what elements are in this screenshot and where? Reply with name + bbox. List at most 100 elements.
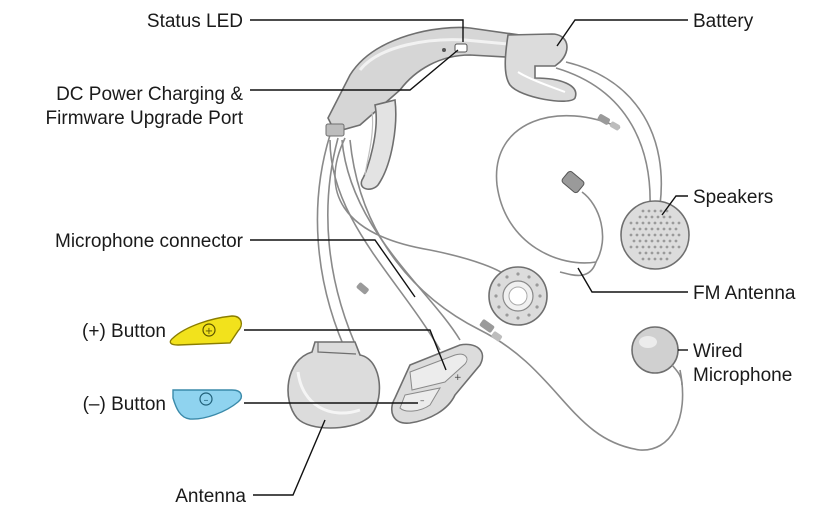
grille-dot [641, 233, 645, 237]
label-plus-button: (+) Button [82, 321, 166, 342]
grille-dot [665, 221, 669, 225]
grille-dot [659, 257, 663, 261]
grille-dot [662, 215, 666, 219]
grille-dot [641, 221, 645, 225]
headset-illustration: + – [287, 26, 690, 451]
grille-dot [629, 233, 633, 237]
label-microphone-connector: Microphone connector [55, 231, 244, 252]
leader-antenna [253, 419, 326, 496]
battery-unit [504, 33, 577, 102]
grille-dot [641, 209, 645, 213]
grille-dot [516, 272, 520, 276]
grille-dot [632, 227, 636, 231]
labels: Status LED DC Power Charging & Firmware … [46, 11, 796, 507]
grille-dot [674, 239, 678, 243]
grille-dot [644, 239, 648, 243]
grille-dot [653, 257, 657, 261]
leader-speakers [661, 195, 688, 216]
grille-dot [644, 251, 648, 255]
antenna-unit [287, 341, 381, 429]
label-battery: Battery [693, 11, 754, 32]
grille-dot [653, 221, 657, 225]
label-antenna: Antenna [175, 486, 246, 507]
wired-microphone [631, 326, 683, 386]
control-unit: + – [391, 343, 484, 424]
grille-dot [497, 305, 501, 309]
label-status-led: Status LED [147, 11, 243, 32]
leader-plus-button [244, 329, 447, 371]
grille-dot [659, 209, 663, 213]
svg-text:–: – [420, 396, 425, 406]
grille-dot [535, 305, 539, 309]
grille-dot [650, 215, 654, 219]
label-dc-port-line2: Firmware Upgrade Port [46, 108, 244, 129]
label-fm-antenna: FM Antenna [693, 283, 796, 304]
grille-dot [647, 233, 651, 237]
grille-dot [668, 239, 672, 243]
grille-dot [665, 233, 669, 237]
grille-dot [671, 221, 675, 225]
grille-dot [656, 215, 660, 219]
grille-dot [644, 227, 648, 231]
grille-dot [662, 227, 666, 231]
grille-dot [650, 251, 654, 255]
grille-dot [635, 233, 639, 237]
grille-dot [638, 215, 642, 219]
grille-dot [656, 239, 660, 243]
grille-dot [644, 215, 648, 219]
grille-dot [668, 251, 672, 255]
label-wired-microphone-line1: Wired [693, 341, 743, 362]
label-wired-microphone-line2: Microphone [693, 365, 792, 386]
grille-dot [635, 245, 639, 249]
leader-status-led [250, 19, 464, 42]
svg-text:+: + [205, 326, 213, 337]
grille-dot [632, 239, 636, 243]
svg-text:+: + [454, 373, 462, 383]
leader-battery [556, 19, 688, 47]
grille-dot [629, 245, 633, 249]
grille-dot [516, 316, 520, 320]
status-led-icon [442, 48, 446, 52]
grille-dot [653, 233, 657, 237]
grille-dot [659, 221, 663, 225]
grille-dot [629, 221, 633, 225]
control-minus-key [399, 387, 441, 412]
leader-fm-antenna [577, 267, 688, 293]
inline-connector [597, 114, 610, 125]
fm-antenna-tip [561, 170, 585, 194]
grille-dot [650, 227, 654, 231]
leader-lines [244, 19, 688, 496]
grille-dot [671, 233, 675, 237]
cables [316, 61, 684, 451]
grille-dot [653, 245, 657, 249]
grille-dot [538, 294, 542, 298]
grille-dot [527, 313, 531, 317]
grille-dot [656, 251, 660, 255]
grille-dot [677, 233, 681, 237]
grille-dot [653, 209, 657, 213]
speaker-center [488, 266, 548, 326]
grille-dot [494, 294, 498, 298]
grille-dot [674, 227, 678, 231]
grille-dot [638, 227, 642, 231]
grille-dot [527, 275, 531, 279]
grille-dot [659, 245, 663, 249]
grille-dot [647, 221, 651, 225]
grille-dot [668, 215, 672, 219]
leader-microphone-connector [250, 239, 416, 298]
grille-dot [505, 313, 509, 317]
grille-dot [641, 245, 645, 249]
grille-dot [677, 245, 681, 249]
grille-dot [638, 251, 642, 255]
grille-dot [535, 283, 539, 287]
grille-dot [665, 257, 669, 261]
grille-dot [641, 257, 645, 261]
grille-dot [647, 209, 651, 213]
svg-text:–: – [204, 395, 209, 406]
grille-dot [662, 251, 666, 255]
headband-clip [360, 99, 397, 190]
fm-antenna-cable [495, 114, 621, 264]
speaker-cable [565, 61, 663, 206]
grille-dot [671, 245, 675, 249]
leader-dc-port [250, 49, 459, 91]
